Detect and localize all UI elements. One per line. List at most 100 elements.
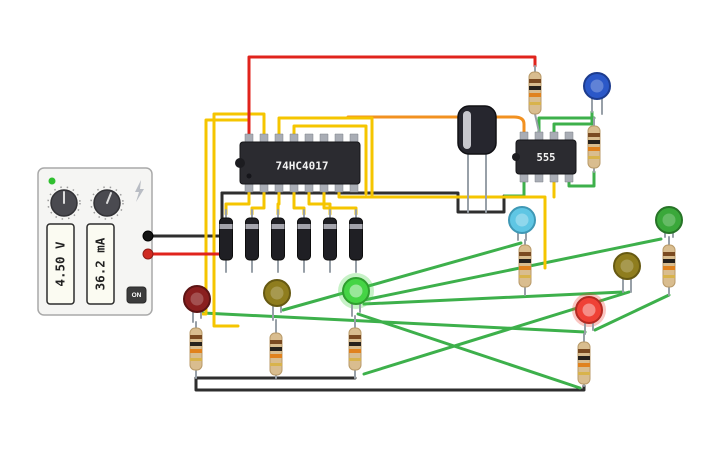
power-supply[interactable]: 4.50 V 36.2 mA ON bbox=[37, 167, 154, 316]
wire-yellow-stub-4[interactable] bbox=[292, 190, 306, 216]
diode-stripe bbox=[245, 224, 259, 229]
band-gold bbox=[519, 275, 531, 278]
led-cyan[interactable] bbox=[508, 206, 536, 241]
power-button[interactable]: ON bbox=[126, 286, 147, 304]
resistor-5[interactable] bbox=[577, 333, 591, 387]
band-gold bbox=[270, 363, 282, 366]
led-yellow-2[interactable] bbox=[613, 252, 641, 293]
wire-green-diag-5[interactable] bbox=[201, 311, 587, 334]
resistor-2[interactable] bbox=[587, 117, 601, 173]
led-leads bbox=[591, 97, 603, 115]
led-green-2[interactable] bbox=[655, 206, 683, 238]
band-brown bbox=[190, 335, 202, 339]
power-button-label: ON bbox=[132, 292, 142, 299]
diode-2[interactable] bbox=[245, 209, 259, 273]
diode-stripe bbox=[219, 224, 233, 229]
diode-stripe bbox=[271, 224, 285, 229]
band-black bbox=[190, 342, 202, 346]
voltage-knob[interactable] bbox=[47, 186, 81, 220]
band-black bbox=[519, 259, 531, 263]
wire-red-vcc-loop[interactable] bbox=[247, 55, 537, 136]
band-black bbox=[588, 140, 600, 144]
resistor-6[interactable] bbox=[189, 321, 203, 379]
band-orange bbox=[663, 266, 675, 270]
band-orange bbox=[519, 266, 531, 270]
wire-green-diag-6[interactable] bbox=[593, 293, 671, 332]
wire-yellow-stub-1[interactable] bbox=[224, 190, 251, 216]
led-highlight bbox=[620, 259, 634, 273]
knob-ticks bbox=[90, 186, 124, 220]
wire-green-diag-1[interactable] bbox=[362, 237, 663, 302]
wire-yellow-clock[interactable] bbox=[337, 190, 547, 270]
ic-555[interactable]: 555 bbox=[512, 131, 577, 183]
ic-pins-bottom bbox=[244, 183, 359, 193]
resistor-3[interactable] bbox=[518, 239, 532, 296]
led-body bbox=[508, 206, 536, 234]
negative-terminal[interactable] bbox=[142, 230, 154, 242]
led-leads bbox=[622, 277, 632, 293]
wire-green-555-loop-2[interactable] bbox=[567, 170, 596, 188]
led-highlight bbox=[590, 79, 604, 93]
band-gold bbox=[529, 102, 541, 105]
wire-black-ground-rail[interactable] bbox=[220, 191, 506, 214]
led-body bbox=[655, 206, 683, 234]
voltage-readout: 4.50 V bbox=[53, 241, 68, 287]
ic-74hc4017[interactable]: 74HC4017 bbox=[235, 133, 361, 193]
band-brown bbox=[588, 133, 600, 137]
ic-4017-label: 74HC4017 bbox=[276, 160, 329, 173]
resistor-8[interactable] bbox=[348, 315, 362, 379]
wire-yellow-wrap-1[interactable] bbox=[277, 116, 374, 199]
diode-5[interactable] bbox=[323, 209, 337, 273]
resistor-leads bbox=[534, 65, 540, 133]
electrolytic-capacitor[interactable] bbox=[457, 105, 497, 213]
led-red-1[interactable] bbox=[183, 285, 211, 323]
band-brown bbox=[270, 340, 282, 344]
voltage-display: 4.50 V bbox=[46, 223, 75, 305]
band-black bbox=[349, 342, 361, 346]
wire-green-diag-2[interactable] bbox=[362, 290, 625, 306]
wire-green-blue-led[interactable] bbox=[552, 110, 594, 134]
power-indicator-led bbox=[48, 177, 56, 185]
diode-row bbox=[219, 209, 363, 273]
band-gold bbox=[349, 358, 361, 361]
diode-stripe bbox=[323, 224, 337, 229]
current-knob[interactable] bbox=[90, 186, 124, 220]
wire-yellow-stub-5[interactable] bbox=[307, 190, 332, 216]
positive-terminal[interactable] bbox=[142, 248, 154, 260]
led-body bbox=[583, 72, 611, 100]
capacitor-stripe bbox=[463, 111, 471, 149]
wire-green-diag-4[interactable] bbox=[281, 241, 523, 312]
wire-yellow-stub-2[interactable] bbox=[250, 190, 266, 216]
wire-orange-4017-to-555[interactable] bbox=[346, 115, 526, 134]
led-highlight bbox=[515, 213, 529, 227]
wire-green-555-loop-1[interactable] bbox=[537, 116, 596, 134]
band-black bbox=[270, 347, 282, 351]
current-display-panel bbox=[86, 223, 115, 305]
resistor-7[interactable] bbox=[269, 319, 283, 379]
diode-3[interactable] bbox=[271, 209, 285, 273]
wire-black-supply-ground[interactable] bbox=[146, 191, 224, 238]
led-green-lit[interactable] bbox=[338, 273, 374, 317]
resistor-4[interactable] bbox=[662, 236, 676, 296]
band-black bbox=[663, 259, 675, 263]
led-red-lit[interactable] bbox=[572, 293, 606, 335]
wire-black-bottom-rail-2[interactable] bbox=[194, 376, 586, 392]
resistor-1[interactable] bbox=[528, 65, 542, 133]
diode-6[interactable] bbox=[349, 209, 363, 273]
ic-pins-top bbox=[519, 131, 574, 141]
wire-yellow-out-left-2[interactable] bbox=[212, 112, 266, 328]
band-black bbox=[578, 356, 590, 360]
wire-green-555-ground[interactable] bbox=[503, 180, 526, 198]
wire-green-diag-3[interactable] bbox=[356, 312, 582, 390]
diode-4[interactable] bbox=[297, 209, 311, 273]
band-black bbox=[529, 86, 541, 90]
voltage-display-panel bbox=[46, 223, 75, 305]
diode-stripe bbox=[349, 224, 363, 229]
led-yellow-1[interactable] bbox=[263, 279, 291, 321]
wire-yellow-wrap-2[interactable] bbox=[292, 124, 368, 196]
knob-pointer bbox=[106, 192, 112, 204]
current-display: 36.2 mA bbox=[86, 223, 115, 305]
led-blue[interactable] bbox=[583, 72, 611, 115]
diode-1[interactable] bbox=[219, 209, 233, 273]
